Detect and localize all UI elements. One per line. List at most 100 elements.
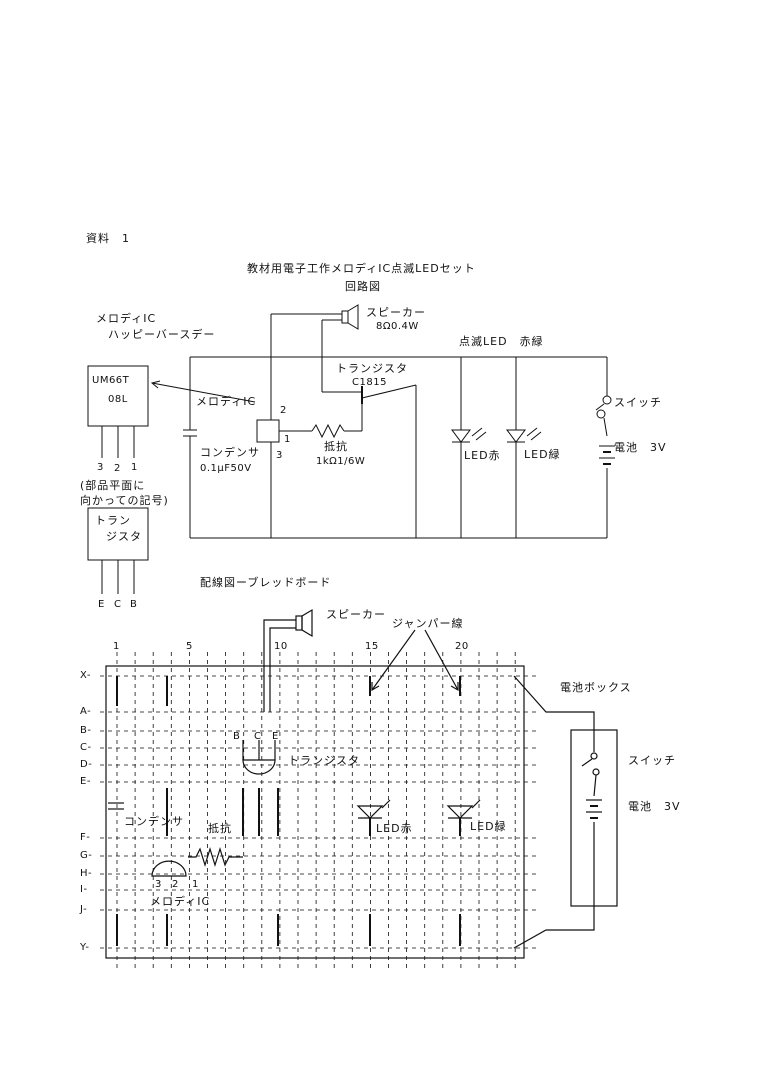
row-label: D- bbox=[80, 759, 93, 770]
row-label: B- bbox=[80, 725, 92, 736]
capacitor-spec: 0.1μF50V bbox=[200, 463, 252, 474]
ic-pointer-arrowhead bbox=[150, 380, 161, 389]
led-header: 点滅LED 赤緑 bbox=[459, 335, 544, 348]
bb-ic-pin-3: 3 bbox=[155, 879, 162, 890]
bb-led-red-label: LED赤 bbox=[376, 822, 413, 835]
resistor-symbol bbox=[311, 423, 345, 439]
battery-label: 電池 3V bbox=[614, 441, 667, 454]
col-label-15: 15 bbox=[365, 641, 379, 652]
emitter-lead bbox=[361, 384, 417, 399]
col-label-20: 20 bbox=[455, 641, 469, 652]
row-label: A- bbox=[80, 706, 92, 717]
led-green-ray1 bbox=[526, 427, 538, 437]
bb-speaker-body bbox=[295, 615, 303, 631]
bb-battery-box-label: 電池ボックス bbox=[560, 681, 632, 694]
bb-battery-wire-bottom bbox=[513, 906, 595, 949]
doc-subtitle: 回路図 bbox=[345, 280, 381, 293]
bb-speaker-label: スピーカー bbox=[326, 608, 386, 621]
bb-led-green-ray bbox=[471, 799, 481, 809]
switch-contact-1 bbox=[602, 395, 612, 405]
bb-led-green bbox=[446, 805, 474, 819]
breadboard-title: 配線図ーブレッドボード bbox=[200, 576, 332, 589]
transistor-model: C1815 bbox=[352, 377, 387, 388]
row-label: I- bbox=[80, 884, 88, 895]
bb-battery-label: 電池 3V bbox=[628, 800, 681, 813]
led-red-ray2 bbox=[475, 431, 487, 441]
led-green-label: LED緑 bbox=[524, 448, 561, 461]
chip-pin-label-2: 2 bbox=[114, 463, 121, 474]
transistor-box-line2: ジスタ bbox=[106, 530, 142, 543]
jumper-arrowhead-right bbox=[450, 682, 459, 692]
speaker-label: スピーカー bbox=[366, 306, 426, 319]
row-label: E- bbox=[80, 776, 91, 787]
bb-pin-e: E bbox=[272, 731, 279, 742]
jumper-arrow-left bbox=[371, 629, 416, 691]
ic-pin-3: 3 bbox=[276, 450, 283, 461]
bb-ic-label: メロディIC bbox=[150, 895, 211, 908]
doc-title: 教材用電子工作メロディIC点滅LEDセット bbox=[247, 262, 476, 275]
row-label: G- bbox=[80, 850, 93, 861]
bb-transistor-label: トランジスタ bbox=[288, 754, 360, 767]
bb-transistor-body bbox=[242, 759, 276, 775]
led-green-ray2 bbox=[530, 431, 542, 441]
breadboard-outline bbox=[105, 665, 525, 959]
bb-ic-pin-1: 1 bbox=[192, 879, 199, 890]
bb-speaker-lead-1 bbox=[263, 619, 296, 712]
capacitor-label: コンデンサ bbox=[200, 446, 260, 459]
ic-name: メロディIC bbox=[96, 312, 157, 325]
chip-pin-label-1: 1 bbox=[131, 462, 138, 473]
bb-ic-body bbox=[151, 860, 187, 877]
transistor-pin-label-c: C bbox=[114, 599, 122, 610]
bb-battery-wire-top bbox=[513, 675, 595, 730]
bb-speaker-cone bbox=[301, 608, 313, 638]
speaker-cone bbox=[347, 304, 359, 330]
jumper-arrow-right bbox=[424, 629, 459, 691]
bb-switch-contact-1 bbox=[590, 752, 598, 760]
row-label: H- bbox=[80, 868, 93, 879]
bb-speaker-lead-2 bbox=[269, 627, 296, 712]
bb-switch-label: スイッチ bbox=[628, 754, 676, 767]
bb-led-red bbox=[356, 805, 384, 819]
speaker-spec: 8Ω0.4W bbox=[376, 321, 419, 332]
bb-switch-wire-2 bbox=[593, 774, 597, 797]
chip-line1: UM66T bbox=[92, 375, 130, 386]
led-red-label: LED赤 bbox=[464, 449, 501, 462]
bb-pin-c: C bbox=[254, 731, 262, 742]
transistor-label: トランジスタ bbox=[336, 362, 408, 375]
transistor-box-line1: トラン bbox=[95, 514, 131, 527]
bb-led-red-ray bbox=[381, 799, 391, 809]
row-label: X- bbox=[80, 670, 91, 681]
note-line2: 向かっての記号) bbox=[80, 494, 169, 507]
col-label-10: 10 bbox=[274, 641, 288, 652]
ic-song: ハッピーバースデー bbox=[108, 328, 216, 341]
resistor-spec: 1kΩ1/6W bbox=[316, 456, 366, 467]
transistor-pin-label-b: B bbox=[130, 599, 138, 610]
ic-pointer-arrow bbox=[151, 382, 256, 403]
bb-resistor bbox=[188, 846, 243, 868]
bb-ic-pin-2: 2 bbox=[172, 879, 179, 890]
bb-switch-lever bbox=[581, 758, 593, 767]
bb-pin-b: B bbox=[233, 731, 241, 742]
bb-switch-contact-2 bbox=[592, 768, 600, 776]
bb-led-green-label: LED緑 bbox=[470, 820, 507, 833]
bb-jumper-label: ジャンパー線 bbox=[392, 617, 464, 630]
col-label-5: 5 bbox=[186, 641, 193, 652]
led-red-symbol bbox=[451, 429, 471, 443]
resistor-label: 抵抗 bbox=[324, 440, 348, 453]
switch-lever bbox=[595, 403, 605, 411]
transistor-pin-label-e: E bbox=[98, 599, 105, 610]
bb-capacitor-label: コンデンサ bbox=[124, 815, 184, 828]
doc-label: 資料 1 bbox=[86, 232, 130, 245]
led-green-symbol bbox=[506, 429, 526, 443]
jumper-arrowhead-left bbox=[371, 682, 380, 692]
note-line1: (部品平面に bbox=[80, 479, 146, 492]
row-label: J- bbox=[80, 904, 88, 915]
chip-line2: 08L bbox=[108, 394, 128, 405]
ic-label: メロディIC bbox=[196, 395, 257, 408]
ic-pin-2: 2 bbox=[280, 405, 287, 416]
switch-wire-mid bbox=[603, 417, 608, 437]
row-label: C- bbox=[80, 742, 92, 753]
row-label: Y- bbox=[80, 942, 90, 953]
